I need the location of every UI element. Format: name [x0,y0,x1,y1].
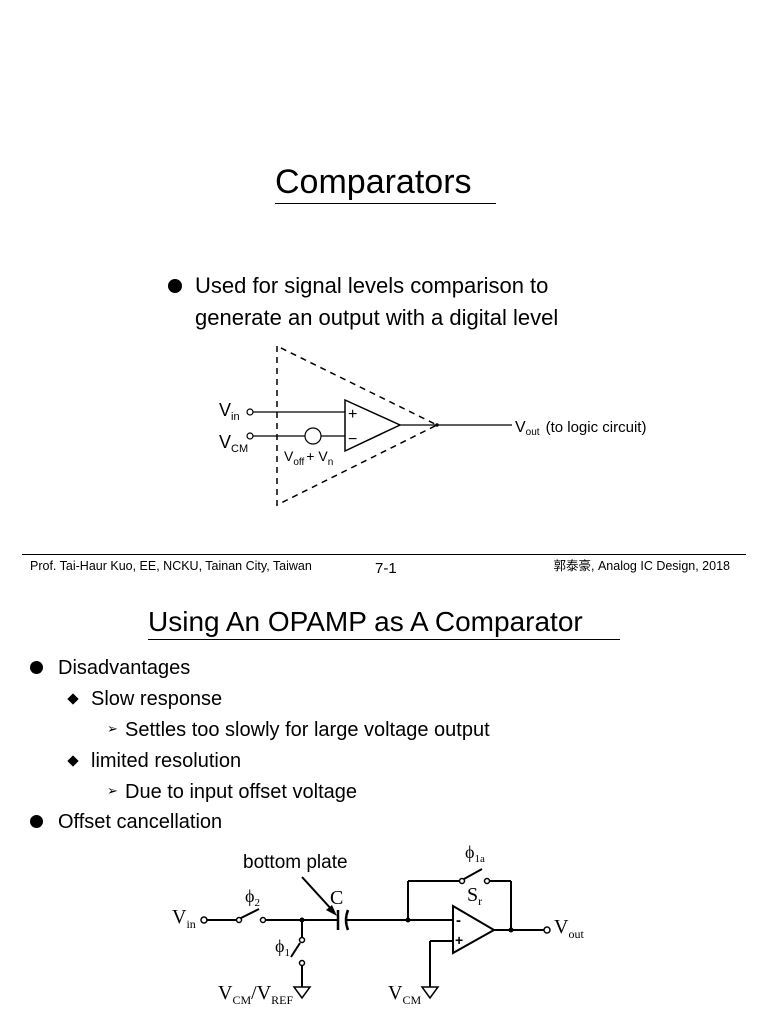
switch-contact [298,936,306,944]
bottom-plate-label: bottom plate [243,852,348,873]
arrow-head [326,905,337,916]
switch-contact [235,916,243,924]
phi1-label: ϕ1 [275,936,290,959]
list-item: limited resolution [91,750,242,772]
list-item: Disadvantages [58,657,191,679]
opamp-symbol [452,904,497,955]
opamp-plus: + [455,932,463,948]
title-underline [275,203,496,204]
vout-label: Vout [554,916,584,941]
diamond-bullet-icon [67,693,79,705]
title-underline [148,639,620,640]
switch-contact [458,877,466,885]
vin-label: Vin [219,400,240,423]
opamp-symbol [344,398,402,453]
footer-left: Prof. Tai-Haur Kuo, EE, NCKU, Tainan Cit… [30,559,312,573]
comparator-diagram: + − Vin VCM Voff+ Vn Vout(to logic circu… [219,344,646,507]
bullet-line: Used for signal levels comparison to [195,273,549,298]
capacitor-label: C [330,887,343,909]
footer-divider [22,554,746,555]
list-item: Slow response [91,688,223,710]
comparator-boundary [276,344,439,507]
phi1-switch-blade [290,942,301,958]
opamp-minus: - [456,912,461,929]
list-item: Offset cancellation [58,811,223,833]
phi1a-switch-blade [463,868,483,880]
bullet-text: Used for signal levels comparison to gen… [195,270,715,334]
vout-label: Vout(to logic circuit) [515,419,646,438]
switch-contact [259,916,267,924]
vcm-label: VCM [388,982,421,1007]
sr-label: Sr [467,884,482,908]
plus-sign: + [348,406,357,423]
vcm-vref-label: VCM/VREF [218,982,293,1007]
offset-source-icon [304,427,322,445]
offset-cancellation-circuit: - + bottom plate ϕ2 C ϕ1 ϕ1a Sr Vin Vout… [172,842,584,1007]
switch-contact [298,959,306,967]
bullet-line: generate an output with a digital level [195,305,559,330]
bullet-dot [30,815,43,828]
vout-terminal [543,926,551,934]
vin-terminal [246,408,254,416]
ground-ref-icon [292,986,312,1000]
slide-title: Using An OPAMP as A Comparator [148,606,583,637]
page-number: 7-1 [375,560,397,577]
slide-title: Comparators [275,163,472,201]
arrow-bullet-icon: ➢ [107,783,118,798]
vcm-terminal [246,432,254,440]
offset-noise-label: Voff+ Vn [284,448,333,468]
node-dot [508,927,514,933]
vin-label: Vin [172,906,196,931]
output-node [435,423,439,427]
phi1a-label: ϕ1a [465,842,485,865]
phi2-switch-blade [240,908,260,919]
bottom-plate-arrow [301,876,334,912]
vcm-label: VCM [219,432,248,455]
vin-terminal [200,916,208,924]
arrow-bullet-icon: ➢ [107,721,118,736]
bullet-dot [30,661,43,674]
bullet-dot [168,279,182,293]
diamond-bullet-icon [67,755,79,767]
list-item: Settles too slowly for large voltage out… [125,719,490,741]
phi2-label: ϕ2 [245,886,260,909]
minus-sign: − [348,431,357,448]
switch-contact [483,877,491,885]
ground-ref-icon [420,986,440,1000]
capacitor-plate [344,909,350,931]
list-item: Due to input offset voltage [125,781,358,803]
footer-right: 郭泰豪, Analog IC Design, 2018 [553,559,730,573]
